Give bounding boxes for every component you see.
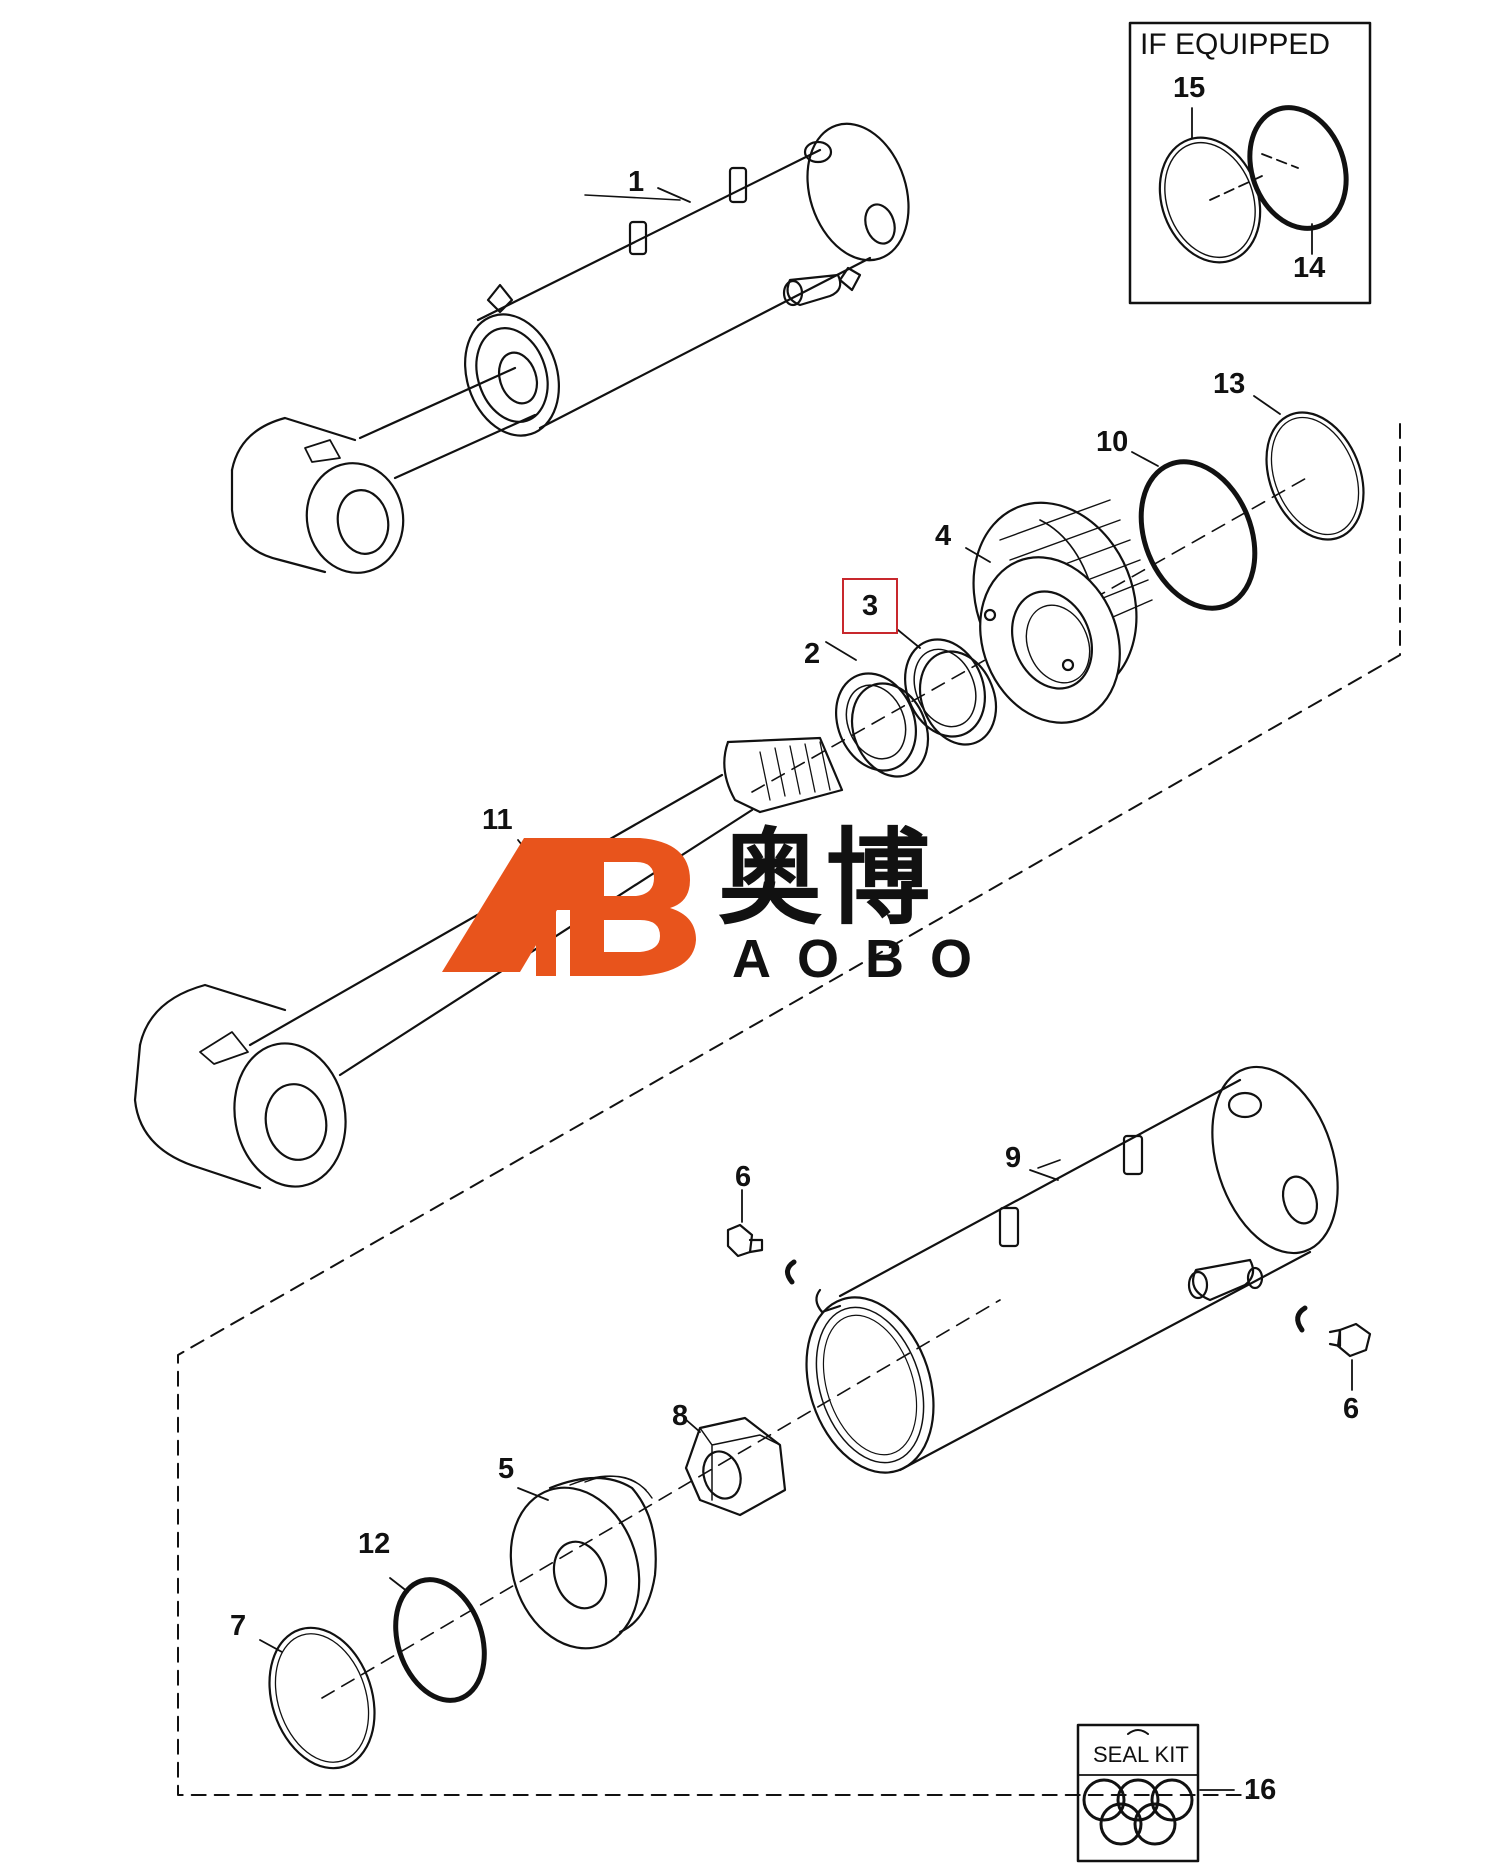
- label-part-9: 9: [1005, 1142, 1022, 1174]
- label-part-3: 3: [862, 590, 879, 622]
- label-part-14: 14: [1293, 252, 1326, 284]
- label-part-8: 8: [672, 1400, 689, 1432]
- explode-boundary: [177, 423, 1401, 1796]
- label-part-12: 12: [358, 1528, 391, 1560]
- wiper-part-2: [834, 672, 930, 778]
- if-equipped-title: IF EQUIPPED: [1140, 28, 1331, 61]
- fitting-part-6-right: [1295, 1305, 1372, 1391]
- if-equipped-box: [1128, 21, 1372, 305]
- label-part-1: 1: [628, 166, 645, 198]
- brand-chinese-name: 奥博: [718, 817, 935, 939]
- label-part-6-left: 6: [735, 1161, 752, 1193]
- ring-part-13: [1265, 411, 1365, 541]
- cylinder-assembly-part: [230, 122, 910, 574]
- label-part-4: 4: [935, 520, 952, 552]
- seal-kit-title: SEAL KIT: [1093, 1742, 1189, 1767]
- label-part-7: 7: [230, 1610, 247, 1642]
- brand-english-name: AOBO: [732, 929, 998, 989]
- label-part-10: 10: [1096, 426, 1129, 458]
- o-ring-part-10: [1138, 459, 1258, 611]
- label-part-5: 5: [498, 1453, 515, 1485]
- seal-kit-box: [1076, 1723, 1235, 1863]
- label-part-11: 11: [482, 804, 513, 836]
- label-part-6-right: 6: [1343, 1393, 1360, 1425]
- label-part-2: 2: [804, 638, 821, 670]
- fitting-part-6-left: [726, 1189, 797, 1285]
- piston-part-5: [509, 1475, 657, 1650]
- highlight-box-part-3: [842, 578, 898, 634]
- ring-part-7: [268, 1626, 376, 1770]
- barrel-part-9: [805, 1065, 1339, 1474]
- gland-part-4: [972, 499, 1153, 724]
- nut-part-8: [684, 1416, 787, 1517]
- label-part-15: 15: [1173, 72, 1206, 104]
- o-ring-part-12: [393, 1577, 487, 1703]
- label-part-16: 16: [1244, 1774, 1277, 1806]
- label-part-13: 13: [1213, 368, 1246, 400]
